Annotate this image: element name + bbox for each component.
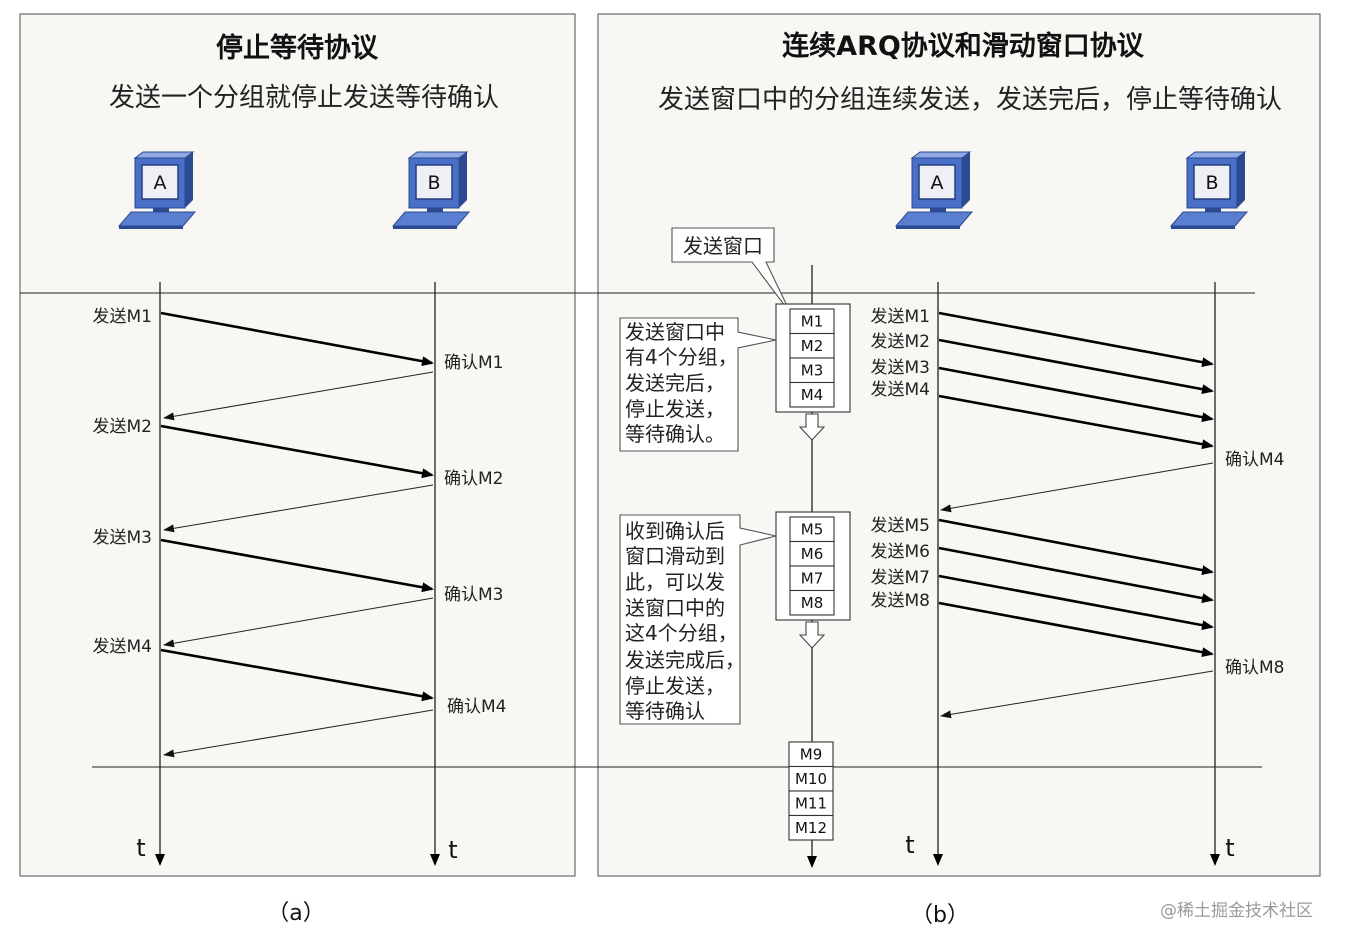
- panel-b-send-arrow-m7: [938, 574, 1214, 631]
- callout-line: 此，可以发: [625, 570, 725, 594]
- panel-a-host-b-label: B: [427, 172, 440, 194]
- panel-b-send-arrow-m2: [938, 338, 1214, 395]
- panel-b-send-arrow-m5: [938, 518, 1214, 576]
- callout-line: 有4个分组，: [625, 345, 738, 369]
- panel-b-ack-arrow-m4: [940, 462, 1214, 513]
- queue-cell-label: M10: [795, 770, 827, 788]
- queue-cell: [788, 741, 834, 768]
- panel-a-subtitle: 发送一个分组就停止发送等待确认: [109, 83, 499, 113]
- panel-b-send-label: 发送M5: [871, 516, 930, 536]
- panel-b-send-label: 发送M8: [871, 591, 930, 611]
- panel-a-send-arrow-m4: [160, 648, 434, 702]
- queue-cell-label: M11: [795, 795, 827, 813]
- window-cell-label: M8: [801, 594, 824, 612]
- queue-cell: [788, 765, 834, 792]
- queue-cell: [788, 814, 834, 841]
- panel-a-ack-label: 确认M3: [444, 585, 503, 605]
- panel-b-send-label: 发送M1: [871, 307, 930, 327]
- callout-line: 停止发送，: [625, 397, 725, 421]
- panel-b-host-a-label: A: [931, 172, 944, 194]
- panel-a: [19, 13, 576, 877]
- panel-b-send-label: 发送M2: [871, 332, 930, 352]
- panel-b-time-label-b: t: [1225, 834, 1234, 862]
- window-cell: [789, 308, 835, 335]
- callout-line: 这4个分组，: [625, 621, 738, 645]
- queue-cell: [788, 790, 834, 817]
- panel-a-send-arrow-m3: [160, 538, 434, 593]
- panel-b-time-label-a: t: [905, 831, 914, 859]
- panel-a-caption: （a）: [267, 901, 324, 926]
- window-cell-label: M1: [801, 313, 824, 331]
- panel-a-send-label: 发送M2: [93, 417, 152, 437]
- window-label-callout: [671, 227, 792, 315]
- panel-a-send-arrow-m1: [160, 311, 434, 367]
- panel-a-title: 停止等待协议: [216, 32, 379, 64]
- panel-b-send-arrow-m6: [938, 546, 1214, 604]
- panel-b-ack-arrow-m8: [940, 670, 1214, 719]
- callout-window-2: [619, 514, 777, 725]
- panel-a-ack-label: 确认M4: [447, 697, 506, 717]
- window-cell-label: M5: [801, 521, 824, 539]
- panel-a-ack-label: 确认M1: [444, 353, 503, 373]
- callout-line: 窗口滑动到: [625, 544, 725, 568]
- panel-a-ack-label: 确认M2: [444, 469, 503, 489]
- panel-b-send-label: 发送M4: [871, 380, 930, 400]
- callout-line: 等待确认。: [625, 422, 725, 446]
- panel-b-send-label: 发送M3: [871, 358, 930, 378]
- panel-a-time-label-b: t: [448, 836, 457, 864]
- callout-line: 停止发送，: [625, 674, 725, 698]
- window-cell: [789, 589, 835, 616]
- panel-a-send-label: 发送M3: [93, 528, 152, 548]
- queue-cell-label: M12: [795, 819, 827, 837]
- panel-a-send-arrow-m2: [160, 424, 434, 479]
- panel-a-ack-arrow-m1: [163, 371, 434, 421]
- callout-line: 发送窗口中: [625, 320, 725, 344]
- panel-b-send-label: 发送M6: [871, 542, 930, 562]
- callout-line: 收到确认后: [625, 519, 725, 543]
- panel-a-ack-arrow-m3: [163, 597, 434, 648]
- panel-a-ack-arrow-m4: [163, 709, 434, 758]
- callout-window-1: [619, 317, 777, 452]
- panel-b-host-b-label: B: [1205, 172, 1218, 194]
- panel-b-title: 连续ARQ协议和滑动窗口协议: [782, 30, 1145, 62]
- window-cell: [789, 381, 835, 408]
- panel-b-send-arrow-m8: [938, 601, 1214, 658]
- window-cell: [789, 357, 835, 384]
- window-cell-label: M7: [801, 570, 824, 588]
- callout-line: 发送完成后，: [625, 648, 745, 672]
- panel-b-caption: （b）: [911, 903, 969, 928]
- panel-b-send-arrow-m4: [938, 394, 1214, 450]
- window-cell-label: M4: [801, 386, 824, 404]
- slide-down-arrow-icon: [798, 621, 826, 649]
- window-cell: [789, 332, 835, 359]
- window-cell-label: M3: [801, 362, 824, 380]
- slide-down-arrow-icon: [798, 413, 826, 441]
- panel-b-send-label: 发送M7: [871, 568, 930, 588]
- panel-b-subtitle: 发送窗口中的分组连续发送，发送完后，停止等待确认: [658, 85, 1282, 115]
- callout-line: 发送完后，: [625, 371, 725, 395]
- panel-b-ack-label: 确认M4: [1225, 450, 1284, 470]
- panel-a-send-label: 发送M1: [93, 307, 152, 327]
- watermark: @稀土掘金技术社区: [1160, 901, 1313, 921]
- panel-a-time-label-a: t: [136, 834, 145, 862]
- panel-b-send-arrow-m1: [938, 311, 1214, 368]
- window-cell-label: M2: [801, 337, 824, 355]
- queue-cell-label: M9: [800, 746, 823, 764]
- callout-line: 送窗口中的: [625, 596, 725, 620]
- panel-a-send-label: 发送M4: [93, 637, 152, 657]
- callout-line: 等待确认: [625, 699, 705, 723]
- panel-b-ack-label: 确认M8: [1225, 658, 1284, 678]
- panel-a-ack-arrow-m2: [163, 484, 434, 533]
- window-cell-label: M6: [801, 545, 824, 563]
- window-label: 发送窗口: [683, 234, 763, 258]
- panel-b-send-arrow-m3: [938, 366, 1214, 423]
- panel-a-host-a-label: A: [154, 172, 167, 194]
